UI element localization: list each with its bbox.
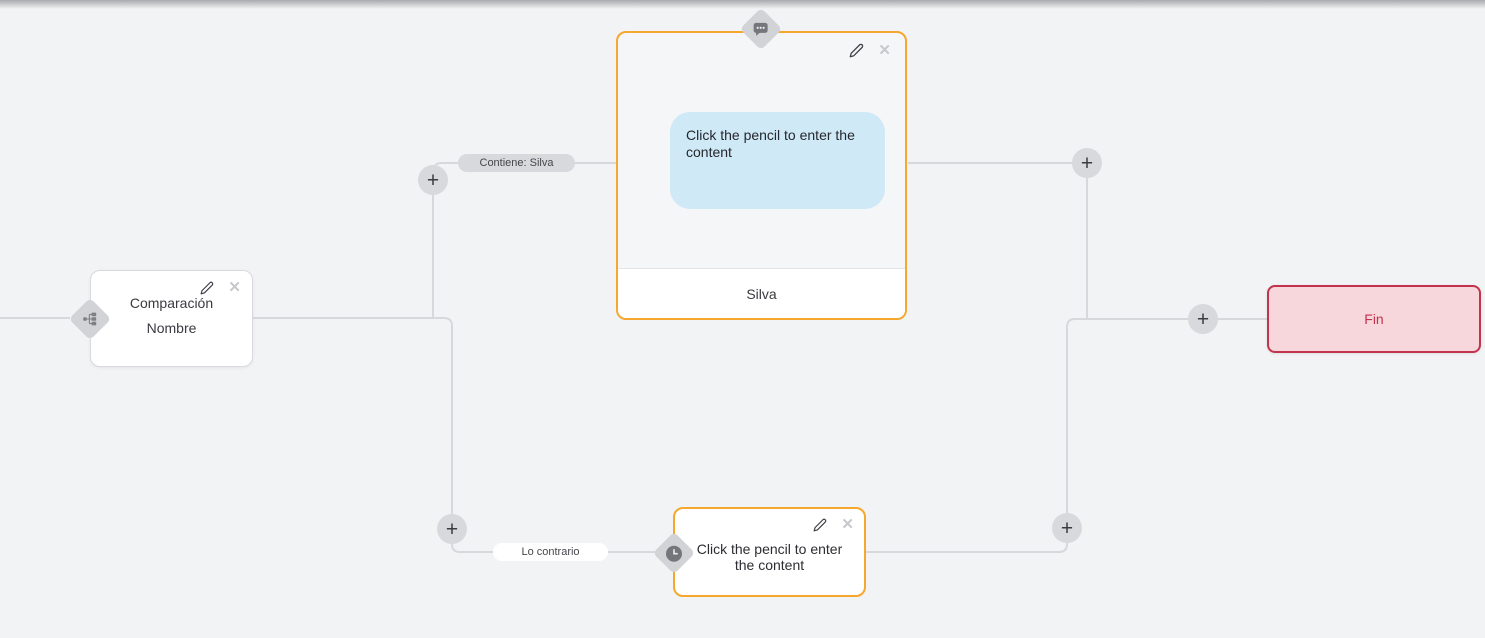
pencil-icon[interactable] <box>849 43 864 58</box>
add-node-button-false-branch[interactable]: + <box>437 514 467 544</box>
wait-node[interactable]: ✕ Click the pencil to enter the content <box>652 507 866 597</box>
end-node-label: Fin <box>1364 311 1384 327</box>
message-placeholder-text: Click the pencil to enter the content <box>686 127 855 160</box>
condition-title-line1: Comparación <box>129 295 214 311</box>
close-icon[interactable]: ✕ <box>228 279 241 296</box>
edge-label-contains[interactable]: Contiene: Silva <box>458 154 575 172</box>
edge-label-else[interactable]: Lo contrario <box>493 543 608 561</box>
wait-placeholder-text: Click the pencil to enter the content <box>696 540 843 573</box>
edge-condition-false-branch <box>253 317 658 553</box>
message-bubble: Click the pencil to enter the content <box>670 112 885 209</box>
add-node-button-true-branch[interactable]: + <box>418 165 448 195</box>
close-icon[interactable]: ✕ <box>841 516 854 533</box>
condition-port <box>68 297 112 341</box>
edge-condition-true-branch <box>432 162 618 318</box>
edge-wait-to-end <box>866 318 1267 553</box>
clock-icon <box>666 545 683 562</box>
message-node[interactable]: ✕ Click the pencil to enter the content … <box>616 7 907 320</box>
message-footer: Silva <box>618 268 905 318</box>
add-node-button-before-end[interactable]: + <box>1188 304 1218 334</box>
condition-title-line2: Nombre <box>146 320 197 336</box>
close-icon[interactable]: ✕ <box>878 42 891 59</box>
add-node-button-after-message[interactable]: + <box>1072 148 1102 178</box>
wait-port <box>652 531 696 575</box>
message-footer-label: Silva <box>746 285 777 302</box>
pencil-icon[interactable] <box>813 518 827 532</box>
message-port <box>739 7 783 51</box>
pencil-icon[interactable] <box>200 281 214 295</box>
end-node[interactable]: Fin <box>1267 285 1481 353</box>
condition-node[interactable]: ✕ Comparación Nombre <box>68 270 253 367</box>
branch-icon <box>82 311 98 327</box>
add-node-button-after-wait[interactable]: + <box>1052 513 1082 543</box>
edge-message-to-merge <box>908 162 1088 318</box>
chat-bubble-icon <box>753 22 769 37</box>
